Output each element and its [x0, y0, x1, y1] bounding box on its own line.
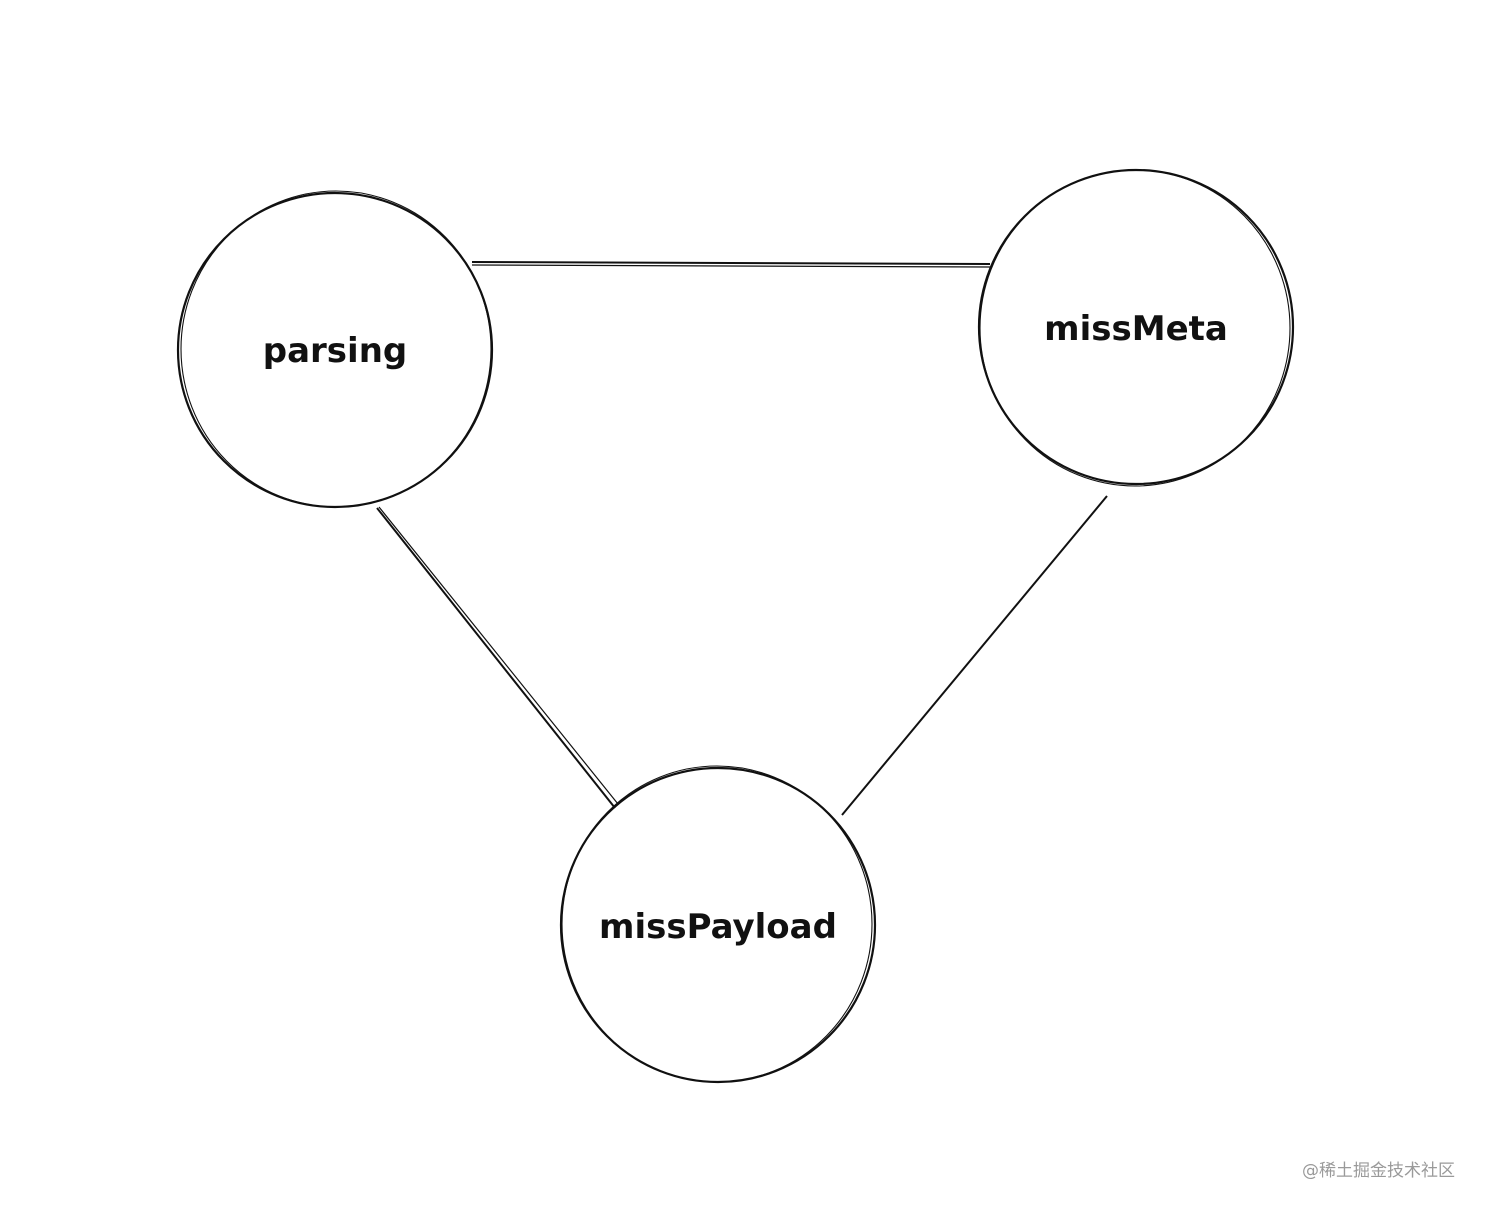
node-label-missMeta: missMeta — [1044, 309, 1228, 349]
node-label-parsing: parsing — [263, 331, 407, 371]
edge-parsing-missMeta — [471, 261, 991, 268]
node-label-missPayload: missPayload — [599, 907, 837, 947]
edge-missMeta-missPayload — [841, 495, 1108, 816]
node-missMeta[interactable]: missMeta — [977, 168, 1295, 487]
node-missPayload[interactable]: missPayload — [559, 765, 877, 1084]
node-parsing[interactable]: parsing — [176, 190, 494, 509]
watermark: @稀土掘金技术社区 — [1302, 1161, 1455, 1181]
edge-parsing-missPayload — [376, 506, 619, 809]
